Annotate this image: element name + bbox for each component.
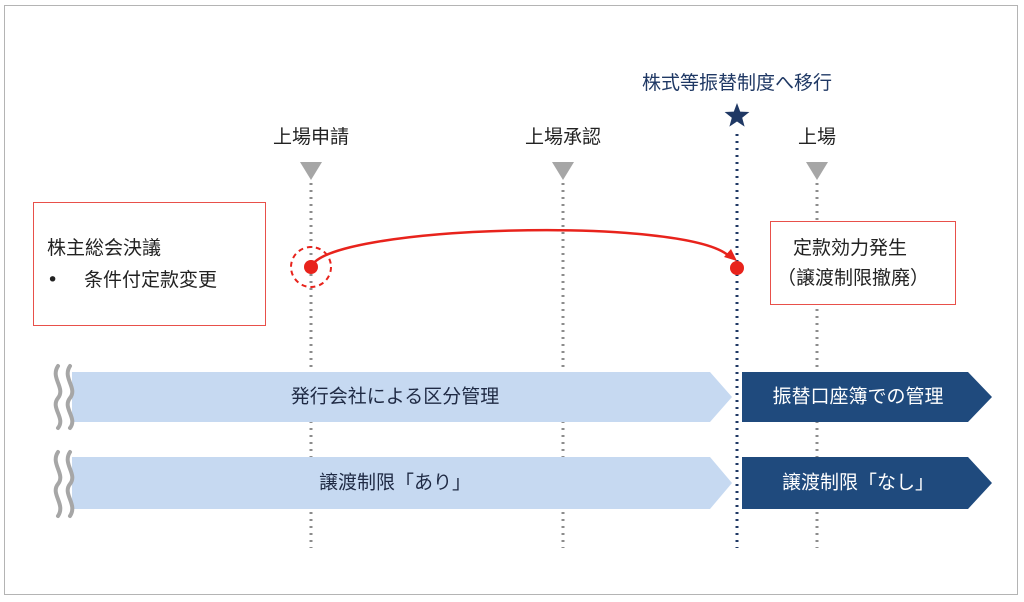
arrowhead-icon bbox=[724, 249, 737, 261]
transition-label: 株式等振替制度へ移行 bbox=[641, 72, 833, 94]
band-2-after-label: 譲渡制限「なし」 bbox=[781, 471, 935, 494]
resolution-highlight-circle bbox=[290, 246, 332, 288]
charter-effect-line-1: 定款効力発生 bbox=[793, 237, 908, 259]
resolution-dot bbox=[304, 260, 318, 274]
effect-arrow bbox=[309, 228, 731, 269]
effect-dot bbox=[730, 261, 744, 275]
milestone-label-apply: 上場申請 bbox=[272, 126, 350, 148]
band-1-before bbox=[72, 372, 732, 422]
wave-icon-band-2 bbox=[53, 450, 75, 518]
resolution-item: 条件付定款変更 bbox=[84, 269, 218, 291]
wave-icon-band-1 bbox=[53, 364, 75, 430]
band-2-before bbox=[72, 457, 732, 509]
charter-effect-box: 定款効力発生 （譲渡制限撤廃） bbox=[770, 221, 956, 305]
band-2-after bbox=[742, 457, 992, 509]
milestone-label-listing: 上場 bbox=[797, 126, 837, 148]
bullet-icon: • bbox=[47, 269, 59, 291]
transition-star-icon bbox=[724, 103, 750, 127]
milestone-marker-approval bbox=[552, 162, 574, 180]
milestone-label-approval: 上場承認 bbox=[524, 126, 602, 148]
milestone-marker-listing bbox=[806, 162, 828, 180]
milestone-marker-apply bbox=[300, 162, 322, 180]
band-1-before-label: 発行会社による区分管理 bbox=[290, 385, 500, 408]
band-2-before-label: 譲渡制限「あり」 bbox=[318, 471, 472, 494]
shareholder-resolution-box: 株主総会決議 • 条件付定款変更 bbox=[33, 202, 266, 326]
charter-effect-line-2: （譲渡制限撤廃） bbox=[777, 267, 930, 289]
resolution-title: 株主総会決議 bbox=[47, 237, 162, 259]
band-1-after-label: 振替口座簿での管理 bbox=[772, 385, 944, 408]
band-1-after bbox=[742, 372, 992, 422]
